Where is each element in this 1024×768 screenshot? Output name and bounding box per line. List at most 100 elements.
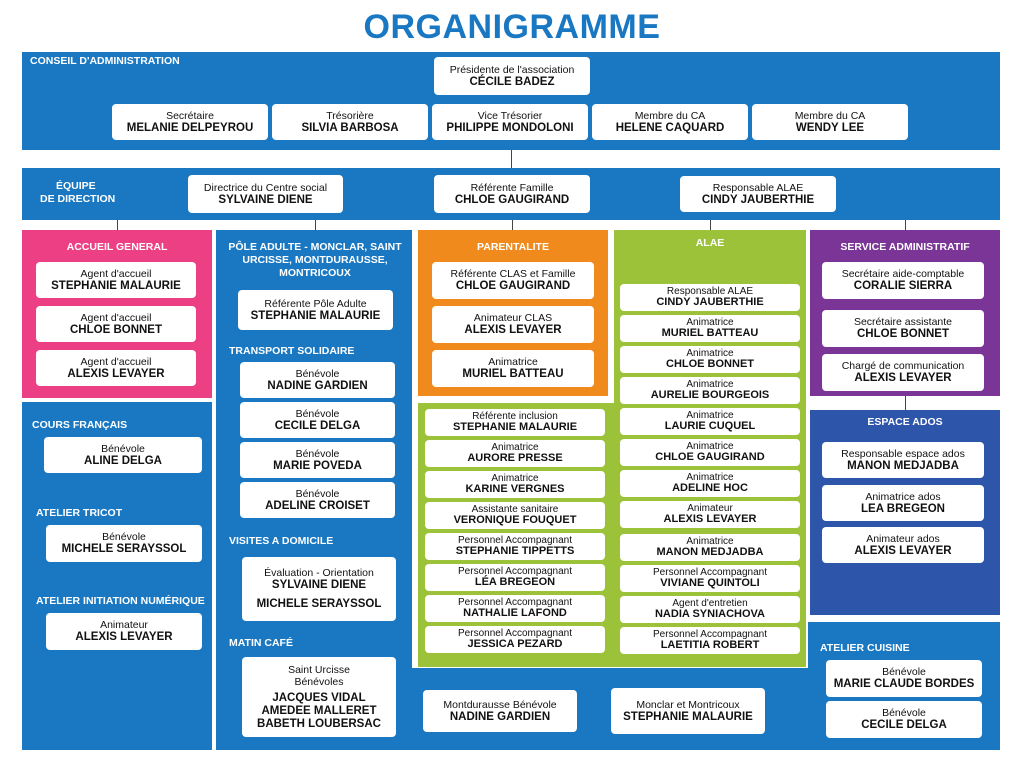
parentalite-card: Référente CLAS et Famille CHLOE GAUGIRAN… bbox=[432, 262, 594, 299]
ca-member-card: Vice Trésorier PHILIPPE MONDOLONI bbox=[432, 104, 588, 140]
card-name: ADELINE HOC bbox=[672, 482, 748, 494]
card-role: Agent d'accueil bbox=[80, 355, 152, 368]
direction-card: Directrice du Centre social SYLVAINE DIE… bbox=[188, 175, 343, 213]
card-role: Référente Pôle Adulte bbox=[264, 297, 367, 310]
card-name: JACQUES VIDAL bbox=[272, 691, 366, 704]
cuisine-card: Bénévole CECILE DELGA bbox=[826, 701, 982, 738]
transport-card: Bénévole ADELINE CROISET bbox=[240, 482, 395, 518]
visites-card: Évaluation - Orientation SYLVAINE DIENE … bbox=[242, 557, 396, 621]
card-role: Personnel Accompagnant bbox=[458, 566, 572, 577]
admin-card: Secrétaire aide-comptable CORALIE SIERRA bbox=[822, 262, 984, 299]
card-name: ADELINE CROISET bbox=[265, 499, 370, 512]
card-name: BABETH LOUBERSAC bbox=[257, 717, 381, 730]
card-name: KARINE VERGNES bbox=[465, 483, 565, 495]
card-role: Bénévole bbox=[882, 707, 926, 719]
card-name: STEPHANIE MALAURIE bbox=[51, 279, 181, 292]
card-name: CECILE DELGA bbox=[861, 719, 947, 731]
card-role: Agent d'accueil bbox=[80, 267, 152, 280]
card-role: Animatrice bbox=[491, 442, 539, 453]
card-role: Membre du CA bbox=[634, 109, 706, 122]
card-role: Animatrice bbox=[686, 410, 734, 421]
card-name: MICHELE SERAYSSOL bbox=[256, 598, 382, 610]
transport-card: Bénévole CECILE DELGA bbox=[240, 402, 395, 438]
ados-label: ESPACE ADOS bbox=[867, 416, 943, 428]
card-role: Personnel Accompagnant bbox=[653, 567, 767, 578]
card-name: SYLVAINE DIENE bbox=[271, 579, 367, 591]
alae-card: Personnel Accompagnant LAETITIA ROBERT bbox=[620, 627, 800, 654]
ca-member-card: Secrétaire MELANIE DELPEYROU bbox=[112, 104, 268, 140]
card-name: LEA BREGEON bbox=[861, 502, 945, 515]
admin-card: Secrétaire assistante CHLOE BONNET bbox=[822, 310, 984, 347]
card-name: NATHALIE LAFOND bbox=[463, 607, 567, 619]
card-name: CHLOE GAUGIRAND bbox=[454, 193, 570, 206]
card-role: Montdurausse Bénévole bbox=[443, 698, 557, 711]
card-name: AURORE PRESSE bbox=[467, 452, 563, 464]
card-role: Personnel Accompagnant bbox=[458, 535, 572, 546]
connector bbox=[905, 220, 906, 230]
connector bbox=[511, 150, 512, 168]
card-name: NADIA SYNIACHOVA bbox=[654, 608, 765, 620]
ca-member-card: Trésorière SILVIA BARBOSA bbox=[272, 104, 428, 140]
alae-card: Animatrice LAURIE CUQUEL bbox=[620, 408, 800, 435]
card-name: CORALIE SIERRA bbox=[853, 280, 953, 292]
card-role: Animatrice ados bbox=[865, 490, 941, 503]
card-role: Bénévole bbox=[102, 531, 146, 543]
card-role: Animateur bbox=[100, 619, 148, 631]
card-name: ALEXIS LEVAYER bbox=[854, 372, 952, 384]
admin-label: SERVICE ADMINISTRATIF bbox=[840, 241, 970, 253]
card-role: Secrétaire aide-comptable bbox=[841, 268, 965, 280]
card-role: Bénévole bbox=[882, 666, 926, 678]
ados-card: Responsable espace ados MANON MEDJADBA bbox=[822, 442, 984, 478]
card-role: Animatrice bbox=[491, 473, 539, 484]
connector bbox=[905, 396, 906, 410]
card-name: VERONIQUE FOUQUET bbox=[453, 514, 577, 526]
card-role: Directrice du Centre social bbox=[203, 181, 328, 194]
direction-card: Responsable ALAE CINDY JAUBERTHIE bbox=[680, 176, 836, 212]
card-name: CINDY JAUBERTHIE bbox=[701, 193, 815, 206]
card-name: MARIE POVEDA bbox=[273, 459, 362, 472]
connector bbox=[710, 220, 711, 230]
alae-card: Animatrice CHLOE GAUGIRAND bbox=[620, 439, 800, 466]
card-name: SILVIA BARBOSA bbox=[301, 121, 399, 134]
card-name: MURIEL BATTEAU bbox=[462, 368, 564, 380]
tricot-card: Bénévole MICHELE SERAYSSOL bbox=[46, 525, 202, 562]
tricot-label: ATELIER TRICOT bbox=[36, 507, 123, 519]
parentalite-card: Animateur CLAS ALEXIS LEVAYER bbox=[432, 306, 594, 343]
inclusion-card: Personnel Accompagnant STEPHANIE TIPPETT… bbox=[425, 533, 605, 560]
ca-member-card: Membre du CA WENDY LEE bbox=[752, 104, 908, 140]
card-role: Bénévoles bbox=[294, 675, 344, 688]
card-name: ALEXIS LEVAYER bbox=[464, 324, 562, 336]
card-name: CHLOE BONNET bbox=[857, 328, 949, 340]
connector bbox=[512, 220, 513, 230]
card-role: Bénévole bbox=[295, 367, 340, 380]
page-title: ORGANIGRAMME bbox=[363, 8, 661, 46]
inclusion-card: Animatrice KARINE VERGNES bbox=[425, 471, 605, 498]
matin-label: MATIN CAFÉ bbox=[229, 637, 293, 649]
numerique-label: ATELIER INITIATION NUMÉRIQUE bbox=[36, 595, 205, 607]
cours-card: Bénévole ALINE DELGA bbox=[44, 437, 202, 473]
alae-card: Animateur ALEXIS LEVAYER bbox=[620, 501, 800, 528]
alae-card: Animatrice MURIEL BATTEAU bbox=[620, 315, 800, 342]
card-name: LÉA BREGEON bbox=[474, 576, 556, 588]
card-role: Trésorière bbox=[326, 109, 374, 122]
transport-card: Bénévole NADINE GARDIEN bbox=[240, 362, 395, 398]
card-role: Animatrice bbox=[488, 356, 538, 368]
card-role: Référente Famille bbox=[470, 181, 554, 194]
card-name: LAURIE CUQUEL bbox=[664, 420, 756, 432]
card-role: Secrétaire assistante bbox=[853, 316, 953, 328]
card-role: Animatrice bbox=[686, 379, 734, 390]
cuisine-card: Bénévole MARIE CLAUDE BORDES bbox=[826, 660, 982, 697]
admin-card: Chargé de communication ALEXIS LEVAYER bbox=[822, 354, 984, 391]
card-role: Monclar et Montricoux bbox=[636, 698, 740, 711]
cours-label: COURS FRANÇAIS bbox=[32, 419, 128, 431]
card-name: MANON MEDJADBA bbox=[847, 459, 959, 472]
alae-card: Responsable ALAE CINDY JAUBERTHIE bbox=[620, 284, 800, 311]
card-name: STEPHANIE MALAURIE bbox=[623, 710, 753, 723]
card-role: Agent d'accueil bbox=[80, 311, 152, 324]
inclusion-card: Référente inclusion STEPHANIE MALAURIE bbox=[425, 409, 605, 436]
direction-label-line2: DE DIRECTION bbox=[40, 193, 116, 205]
card-role: Présidente de l'association bbox=[449, 63, 575, 76]
card-name: NADINE GARDIEN bbox=[449, 710, 551, 723]
alae-card: Agent d'entretien NADIA SYNIACHOVA bbox=[620, 596, 800, 623]
card-role: Vice Trésorier bbox=[477, 109, 543, 122]
